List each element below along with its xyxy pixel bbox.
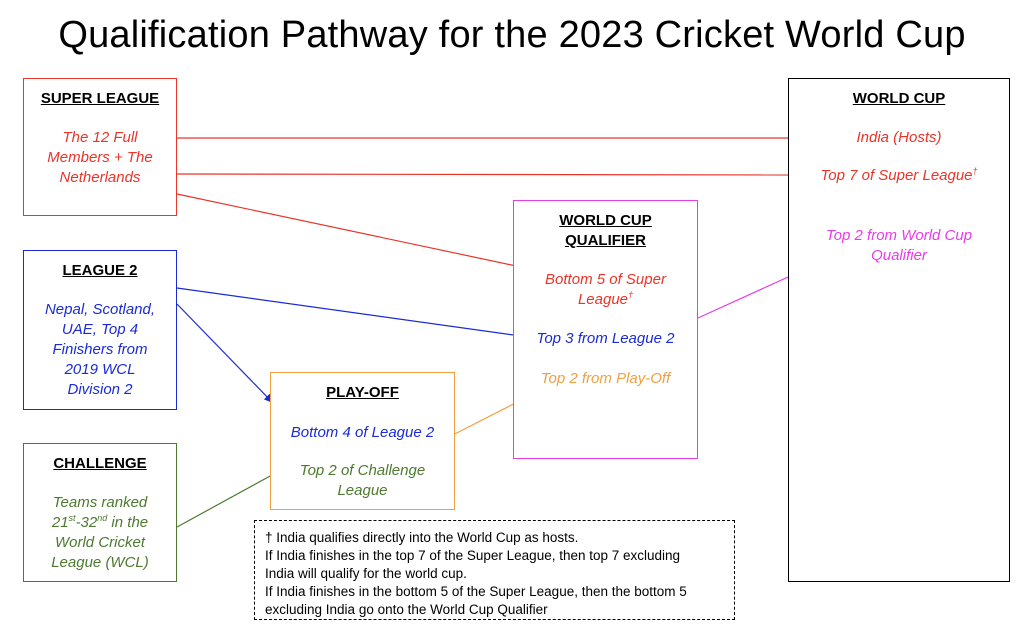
wc-entry-qualifier: Top 2 from World Cup Qualifier	[789, 226, 1009, 266]
challenge-desc-line: League (WCL)	[51, 554, 149, 571]
challenge-desc-line: Teams ranked	[52, 494, 148, 511]
wc-entry-line: Top 2 from World Cup	[825, 227, 973, 244]
diagram-title: Qualification Pathway for the 2023 Crick…	[58, 14, 966, 56]
arrow-challenge-to-playoff	[176, 468, 284, 528]
footnote-box: † India qualifies directly into the Worl…	[254, 520, 735, 620]
super-league-box: SUPER LEAGUE The 12 Full Members + The N…	[23, 78, 177, 216]
playoff-entry-line: League	[337, 482, 388, 499]
dagger-mark: †	[972, 166, 978, 176]
arrow-super-to-top7	[176, 170, 812, 179]
league2-box: LEAGUE 2 Nepal, Scotland, UAE, Top 4 Fin…	[23, 250, 177, 410]
world-cup-heading: WORLD CUP	[852, 90, 946, 107]
league2-desc-line: Finishers from	[52, 341, 148, 358]
world-cup-qualifier-box: WORLD CUP QUALIFIER Bottom 5 of Super Le…	[513, 200, 698, 459]
wc-entry-top7-text: Top 7 of Super League	[820, 167, 973, 184]
wcq-entry-league2: Top 3 from League 2	[536, 330, 675, 347]
footnote-line: excluding India go onto the World Cup Qu…	[265, 602, 548, 617]
challenge-rank-start: 21	[51, 514, 69, 531]
playoff-entry-league2: Bottom 4 of League 2	[290, 424, 435, 441]
league2-description: Nepal, Scotland, UAE, Top 4 Finishers fr…	[24, 300, 176, 400]
arrow-league2-to-playoff	[176, 303, 274, 404]
challenge-rank-start-suffix: st	[68, 513, 76, 523]
wcq-entry-playoff: Top 2 from Play-Off	[540, 370, 671, 387]
wcq-entry-super-league: Bottom 5 of Super League†	[514, 270, 697, 310]
challenge-rank-end: -32	[75, 514, 98, 531]
league2-desc-line: 2019 WCL	[64, 361, 136, 378]
challenge-desc-line: 21st-32nd in the	[24, 513, 176, 533]
wcq-entry-line: League†	[514, 290, 697, 310]
wcq-heading-line: WORLD CUP	[559, 212, 652, 229]
arrow-league2-to-top3	[176, 287, 529, 340]
playoff-entry-challenge: Top 2 of Challenge League	[271, 461, 454, 501]
super-league-desc-line: Members + The	[47, 149, 153, 166]
league2-desc-line: Division 2	[67, 381, 133, 398]
super-league-description: The 12 Full Members + The Netherlands	[24, 128, 176, 188]
challenge-rank-end-suffix: nd	[97, 513, 108, 523]
wcq-entry-line-text: League	[577, 291, 629, 308]
footnote-line: If India finishes in the bottom 5 of the…	[265, 584, 687, 599]
arrow-super-to-bottom5	[176, 193, 536, 273]
playoff-entry-line: Top 2 of Challenge	[299, 462, 426, 479]
challenge-box: CHALLENGE Teams ranked 21st-32nd in the …	[23, 443, 177, 582]
challenge-description: Teams ranked 21st-32nd in the World Cric…	[24, 493, 176, 573]
super-league-desc-line: The 12 Full	[62, 129, 138, 146]
wcq-entry-line: Bottom 5 of Super	[545, 271, 666, 288]
wc-entry-line: Qualifier	[871, 247, 927, 264]
league2-desc-line: UAE, Top 4	[61, 321, 139, 338]
footnote-line: India will qualify for the world cup.	[265, 566, 467, 581]
league2-heading: LEAGUE 2	[62, 262, 138, 279]
playoff-box: PLAY-OFF Bottom 4 of League 2 Top 2 of C…	[270, 372, 455, 510]
wcq-heading-line: QUALIFIER	[565, 232, 646, 249]
dagger-mark: †	[628, 290, 634, 300]
wc-entry-india: India (Hosts)	[856, 129, 942, 146]
challenge-desc-line: World Cricket	[54, 534, 145, 551]
wc-entry-top7: Top 7 of Super League†	[789, 166, 1009, 186]
footnote-line: If India finishes in the top 7 of the Su…	[265, 548, 681, 563]
world-cup-qualifier-heading: WORLD CUP QUALIFIER	[514, 211, 697, 251]
world-cup-box: WORLD CUP India (Hosts) Top 7 of Super L…	[788, 78, 1010, 582]
footnote-line: † India qualifies directly into the Worl…	[265, 530, 579, 545]
super-league-heading: SUPER LEAGUE	[40, 90, 160, 107]
league2-desc-line: Nepal, Scotland,	[44, 301, 156, 318]
challenge-desc-tail: in the	[107, 514, 149, 531]
playoff-heading: PLAY-OFF	[326, 384, 399, 401]
challenge-heading: CHALLENGE	[53, 455, 147, 472]
super-league-desc-line: Netherlands	[59, 169, 141, 186]
